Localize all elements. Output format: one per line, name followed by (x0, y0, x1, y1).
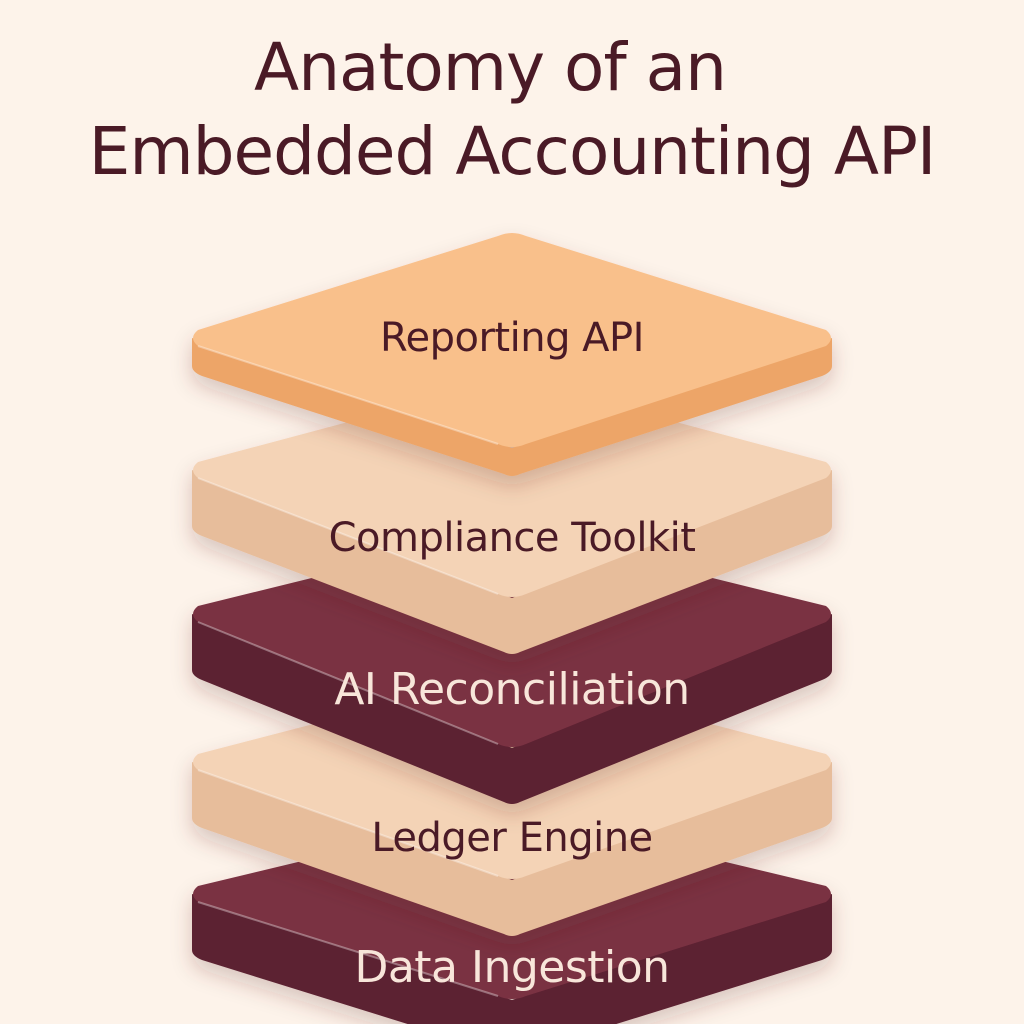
page-title: Anatomy of an Embedded Accounting API (0, 26, 1024, 194)
layer-side-3 (192, 762, 832, 936)
layer-side-4 (192, 894, 832, 1024)
title-line-2: Embedded Accounting API (88, 113, 937, 190)
layer-side-0 (192, 338, 832, 476)
layer-side-2 (192, 614, 832, 804)
layer-slab-0 (192, 233, 832, 476)
layer-side-1 (192, 470, 832, 654)
title-line-1: Anatomy of an (254, 29, 727, 106)
layer-top-1 (193, 379, 831, 597)
layer-top-0 (193, 233, 831, 447)
layer-slab-1 (192, 379, 832, 654)
